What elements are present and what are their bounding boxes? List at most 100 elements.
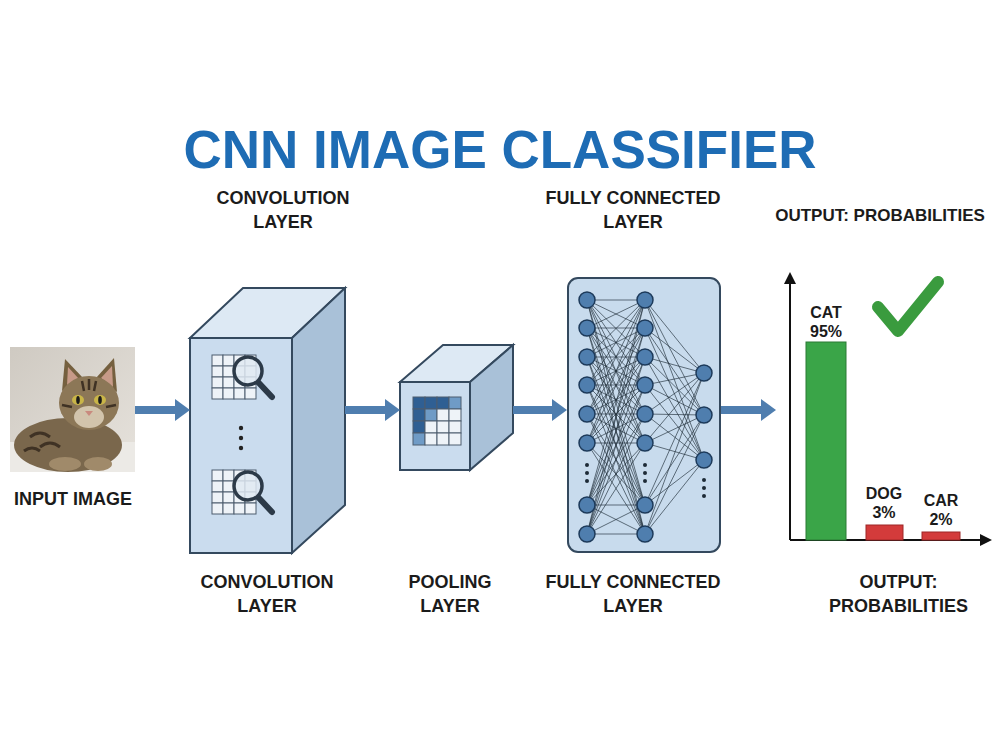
neuron bbox=[637, 497, 653, 513]
magnifier-handle bbox=[258, 497, 272, 512]
pool-cell bbox=[449, 409, 461, 421]
weight-line bbox=[587, 300, 645, 443]
node-label: OUTPUT: PROBABILITIES bbox=[816, 570, 981, 618]
pool-cell bbox=[437, 397, 449, 409]
arrow-shaft bbox=[721, 406, 762, 414]
check-mark bbox=[878, 282, 938, 331]
output-chart: OUTPUT: PROBABILITIESOUTPUT: PROBABILITI… bbox=[776, 200, 995, 620]
node-label: OUTPUT: PROBABILITIES bbox=[760, 204, 1000, 227]
kernel-cell bbox=[223, 470, 234, 481]
fully-connected-layer: FULLY CONNECTED LAYERFULLY CONNECTED LAY… bbox=[567, 277, 721, 553]
kernel-cell bbox=[212, 492, 223, 503]
pool-cell bbox=[413, 397, 425, 409]
weight-line bbox=[587, 385, 645, 534]
neuron bbox=[637, 320, 653, 336]
cat-nose bbox=[85, 411, 93, 416]
neuron bbox=[579, 349, 595, 365]
probability-bar: CAT 95% bbox=[806, 342, 846, 540]
cat-body bbox=[14, 418, 122, 472]
cat-pupil bbox=[76, 396, 80, 404]
cat-paw bbox=[49, 457, 81, 471]
neuron bbox=[637, 377, 653, 393]
axis-arrowhead bbox=[980, 534, 992, 546]
node-label: INPUT IMAGE bbox=[0, 487, 158, 511]
weight-line bbox=[645, 373, 704, 534]
kernel-cell bbox=[212, 388, 223, 399]
pool-cell bbox=[449, 397, 461, 409]
ellipsis-dot bbox=[585, 463, 589, 467]
arrow-head bbox=[385, 399, 400, 421]
kernel-cell bbox=[234, 503, 245, 514]
neuron bbox=[637, 349, 653, 365]
cat-eye bbox=[72, 395, 84, 405]
magnifier-lens bbox=[234, 357, 262, 385]
kernel-cell bbox=[245, 503, 256, 514]
flow-arrow bbox=[721, 399, 776, 421]
kernel-cell bbox=[223, 503, 234, 514]
pool-cell bbox=[425, 397, 437, 409]
weight-line bbox=[645, 328, 704, 415]
cat-paw bbox=[84, 457, 112, 471]
neuron bbox=[637, 526, 653, 542]
cat-eye bbox=[94, 395, 106, 405]
ellipsis-dot bbox=[239, 436, 243, 440]
flow-arrow bbox=[513, 399, 567, 421]
weight-line bbox=[587, 357, 645, 534]
weight-line bbox=[587, 300, 645, 443]
weight-line bbox=[645, 357, 704, 373]
ellipsis-dot bbox=[643, 463, 647, 467]
arrow-shaft bbox=[135, 406, 176, 414]
ellipsis-dot bbox=[643, 479, 647, 483]
weight-line bbox=[645, 460, 704, 505]
ellipsis-dot bbox=[585, 471, 589, 475]
ellipsis-dot bbox=[702, 486, 706, 490]
weight-line bbox=[645, 357, 704, 460]
weight-line bbox=[587, 385, 645, 534]
magnifier-lens bbox=[234, 472, 262, 500]
node-shape bbox=[806, 342, 846, 540]
weight-line bbox=[587, 505, 645, 534]
pool-cell bbox=[413, 433, 425, 445]
node-label: CAT 95% bbox=[801, 303, 851, 341]
neuron bbox=[637, 406, 653, 422]
kernel-cell bbox=[234, 388, 245, 399]
kernel-cell bbox=[223, 355, 234, 366]
pool-cell bbox=[449, 421, 461, 433]
flow-arrow bbox=[345, 399, 400, 421]
weight-line bbox=[587, 505, 645, 534]
input-image: INPUT IMAGE bbox=[10, 347, 135, 472]
weight-line bbox=[645, 328, 704, 460]
neuron bbox=[579, 497, 595, 513]
weight-line bbox=[645, 415, 704, 505]
neuron bbox=[637, 435, 653, 451]
probability-bar: CAR 2% bbox=[922, 532, 960, 540]
weight-line bbox=[587, 414, 645, 534]
probability-bar bbox=[922, 532, 960, 540]
neuron bbox=[696, 452, 712, 468]
node-label: CAR 2% bbox=[916, 491, 966, 529]
kernel-cell bbox=[212, 481, 223, 492]
convolution-layer: CONVOLUTION LAYERCONVOLUTION LAYER bbox=[190, 288, 345, 553]
layer-panel bbox=[568, 278, 720, 552]
kernel-cell bbox=[212, 470, 223, 481]
weight-line bbox=[587, 328, 645, 534]
cat-head bbox=[59, 376, 119, 430]
kernel-cell bbox=[212, 503, 223, 514]
weight-line bbox=[645, 414, 704, 415]
arrow-head bbox=[552, 399, 567, 421]
ellipsis-dot bbox=[702, 478, 706, 482]
pool-cell bbox=[425, 421, 437, 433]
node-label: CONVOLUTION LAYER bbox=[203, 186, 363, 234]
weight-line bbox=[645, 443, 704, 460]
weight-line bbox=[587, 443, 645, 534]
box-front-face bbox=[400, 382, 470, 470]
node-shape bbox=[400, 345, 513, 470]
arrow-shaft bbox=[513, 406, 553, 414]
neuron bbox=[579, 320, 595, 336]
kernel-cell bbox=[223, 492, 234, 503]
ellipsis-dot bbox=[239, 426, 243, 430]
neuron bbox=[579, 526, 595, 542]
axis-arrowhead bbox=[784, 272, 796, 284]
